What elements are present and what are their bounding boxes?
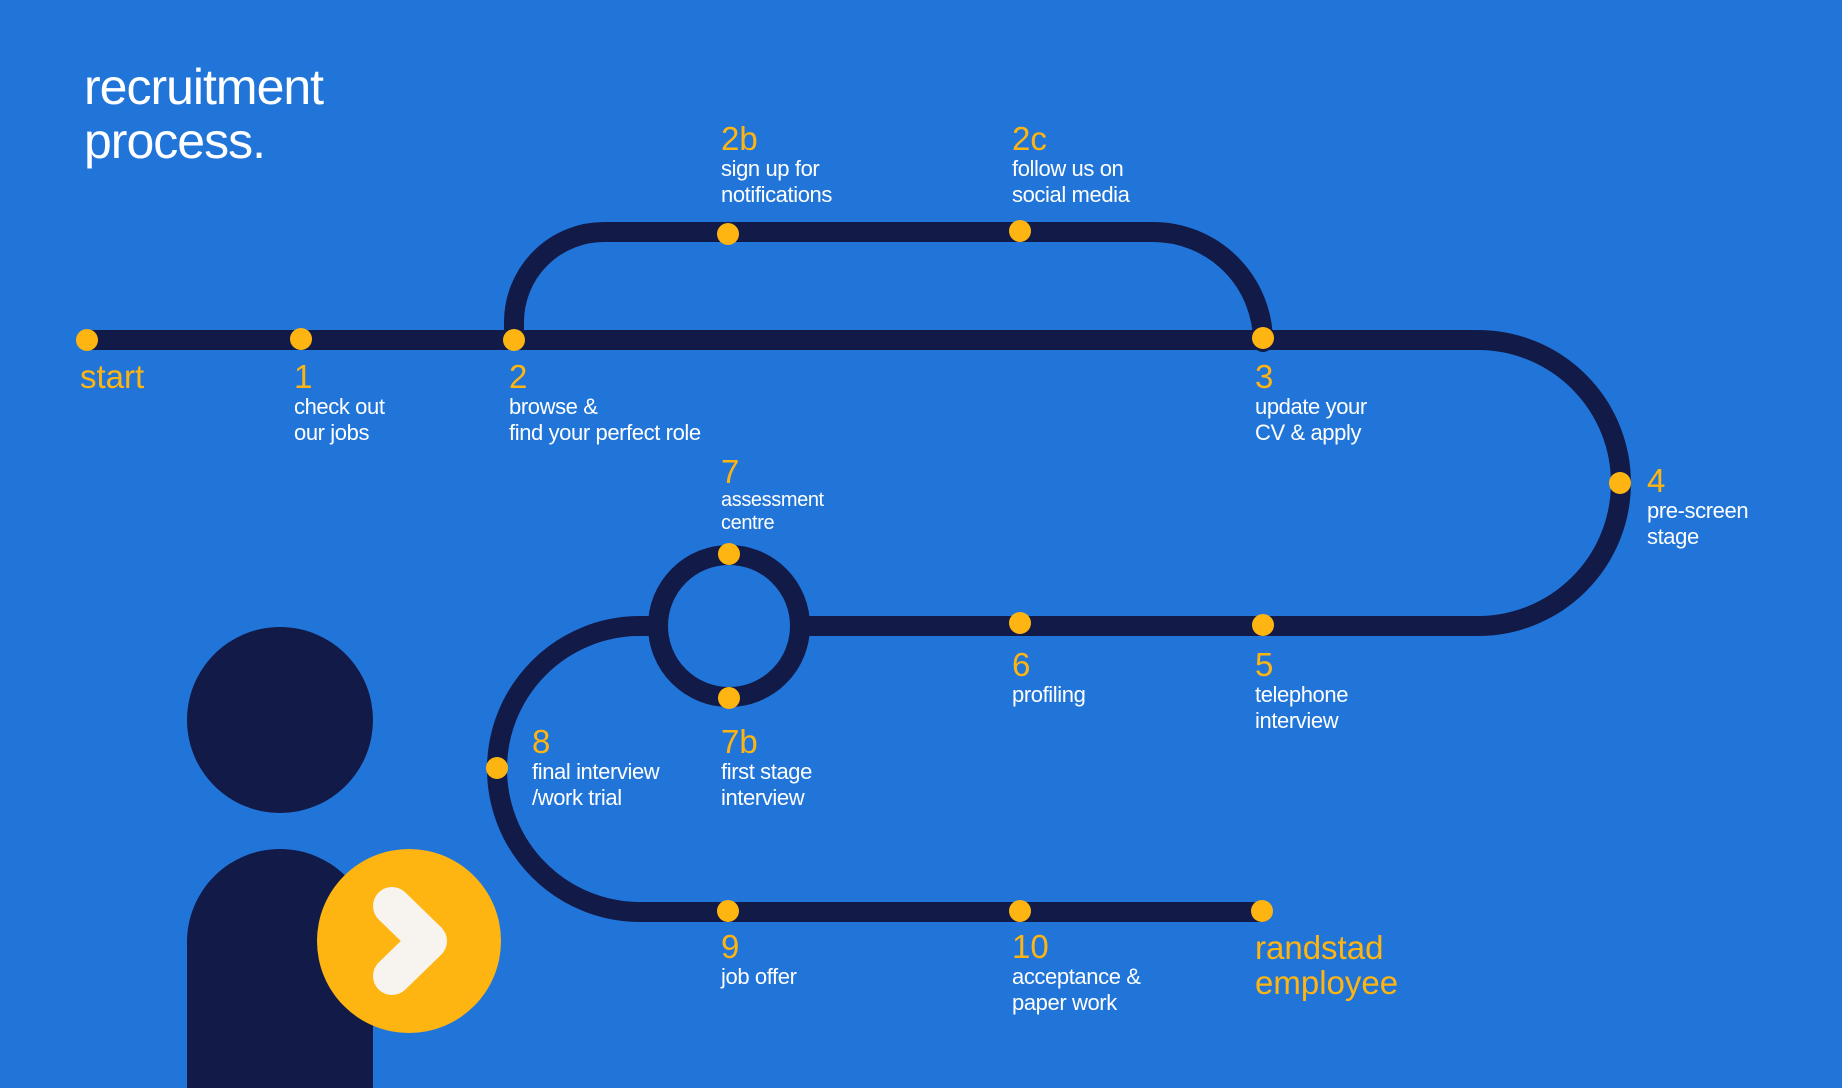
step-4-line-1: pre-screen (1647, 498, 1749, 523)
chevron-right-icon (373, 887, 447, 995)
dot-step-3 (1252, 327, 1274, 349)
dot-step-2 (503, 329, 525, 351)
label-step-2b: 2b sign up for notifications (721, 122, 832, 208)
dot-step-7b (718, 687, 740, 709)
page-title: recruitment process. (84, 59, 324, 169)
step-2-line-2: find your perfect role (509, 420, 701, 445)
end-line-2: employee (1255, 964, 1399, 1001)
step-2b-line-2: notifications (721, 182, 832, 207)
step-7b-line-2: interview (721, 785, 805, 810)
dot-step-6 (1009, 612, 1031, 634)
step-3-line-1: update your (1255, 394, 1367, 419)
label-step-2c: 2c follow us on social media (1012, 120, 1130, 208)
title-line-1: recruitment (84, 59, 324, 115)
label-step-9: 9 job offer (721, 930, 797, 990)
dot-step-2c (1009, 220, 1031, 242)
step-10-number: 10 (1012, 928, 1049, 965)
step-3-number: 3 (1255, 358, 1274, 395)
label-step-6: 6 profiling (1012, 646, 1086, 708)
dot-step-4 (1609, 472, 1631, 494)
step-7-number: 7 (721, 453, 740, 490)
person-illustration (187, 627, 373, 1088)
step-7-line-1: assessment (721, 489, 824, 511)
label-start-text: start (80, 358, 145, 395)
randstad-logo-icon (317, 849, 501, 1033)
step-5-line-1: telephone (1255, 682, 1349, 707)
step-8-number: 8 (532, 723, 551, 760)
label-step-10: 10 acceptance & paper work (1012, 930, 1141, 1016)
label-step-7b: 7b first stage interview (721, 725, 812, 811)
step-10-line-1: acceptance & (1012, 964, 1141, 989)
step-9-line-1: job offer (721, 964, 797, 989)
step-2-line-1: browse & (509, 394, 598, 419)
label-step-3: 3 update your CV & apply (1255, 360, 1367, 446)
dot-step-10 (1009, 900, 1031, 922)
dot-end (1251, 900, 1273, 922)
step-3-line-2: CV & apply (1255, 420, 1362, 445)
label-step-5: 5 telephone interview (1255, 648, 1348, 734)
step-5-number: 5 (1255, 646, 1274, 683)
label-step-1: 1 check out our jobs (294, 360, 385, 446)
dot-step-9 (717, 900, 739, 922)
label-step-4: 4 pre-screen stage (1647, 462, 1749, 550)
assessment-loop (648, 545, 810, 707)
step-2-number: 2 (509, 358, 528, 395)
label-step-8: 8 final interview /work trial (532, 723, 660, 811)
step-7-line-2: centre (721, 512, 775, 534)
dot-step-7 (718, 543, 740, 565)
label-step-2: 2 browse & find your perfect role (509, 360, 701, 446)
step-8-line-2: /work trial (532, 785, 622, 810)
step-1-line-1: check out (294, 394, 385, 419)
step-9-number: 9 (721, 928, 740, 965)
dot-step-2b (717, 223, 739, 245)
dot-step-5 (1252, 614, 1274, 636)
step-8-line-1: final interview (532, 759, 660, 784)
label-start: start (80, 360, 144, 394)
step-2c-line-1: follow us on (1012, 156, 1124, 181)
step-4-line-2: stage (1647, 524, 1699, 549)
step-1-number: 1 (294, 358, 313, 395)
dot-start (76, 329, 98, 351)
dot-step-8 (486, 757, 508, 779)
title-line-2: process. (84, 113, 266, 169)
step-4-number: 4 (1647, 462, 1666, 499)
step-2c-line-2: social media (1012, 182, 1130, 207)
step-7b-number: 7b (721, 723, 758, 760)
label-step-7: 7 assessment centre (721, 455, 824, 535)
step-1-line-2: our jobs (294, 420, 370, 445)
step-2c-number: 2c (1012, 120, 1047, 157)
step-5-line-2: interview (1255, 708, 1339, 733)
step-6-number: 6 (1012, 646, 1031, 683)
step-2b-number: 2b (721, 120, 758, 157)
step-7b-line-1: first stage (721, 759, 812, 784)
upper-branch-track (504, 222, 1273, 352)
label-end: randstad employee (1255, 930, 1398, 1000)
person-head (187, 627, 373, 813)
dot-step-1 (290, 328, 312, 350)
step-2b-line-1: sign up for (721, 156, 820, 181)
step-10-line-2: paper work (1012, 990, 1117, 1015)
step-6-line-1: profiling (1012, 682, 1086, 707)
end-line-1: randstad (1255, 929, 1384, 966)
